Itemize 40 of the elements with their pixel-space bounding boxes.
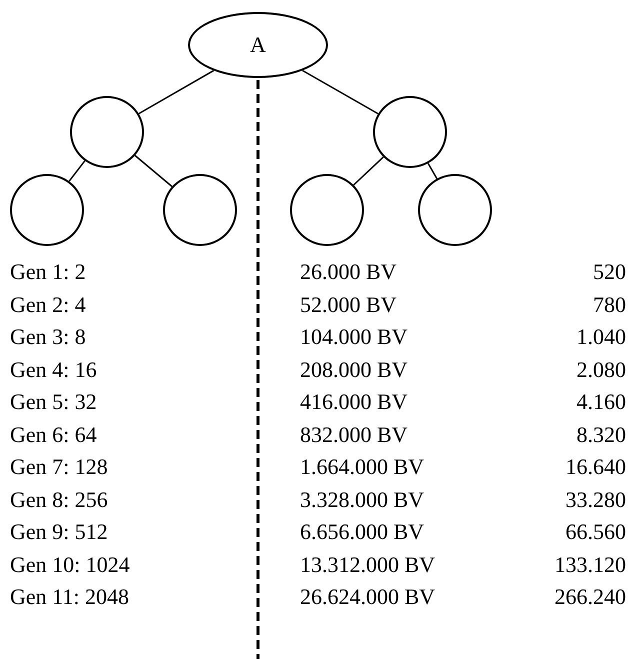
bonus-value: 2.080 [576,356,626,382]
generation-count: Gen 5: 32 [10,389,97,415]
bv-value: 52.000 BV [300,292,397,318]
bv-value: 1.664.000 BV [300,454,424,480]
bonus-value: 520 [593,259,626,285]
connector-line [353,156,384,186]
connector-line [134,154,172,188]
bv-value: 6.656.000 BV [300,519,424,545]
connector-line [302,70,378,114]
connector-line [427,163,438,179]
generation-count: Gen 2: 4 [10,292,86,318]
generation-count: Gen 4: 16 [10,356,97,382]
bonus-value: 4.160 [576,389,626,415]
bv-value: 26.000 BV [300,259,397,285]
generation-count: Gen 7: 128 [10,454,108,480]
bv-value: 104.000 BV [300,324,408,350]
generation-count: Gen 9: 512 [10,519,108,545]
generation-count: Gen 10: 1024 [10,552,130,578]
generation-count: Gen 1: 2 [10,259,86,285]
connector-line [138,70,214,114]
bv-value: 832.000 BV [300,422,408,448]
generation-count: Gen 11: 2048 [10,584,129,610]
bonus-value: 16.640 [566,454,626,480]
bonus-value: 33.280 [566,486,626,512]
generation-count: Gen 3: 8 [10,324,86,350]
bonus-value: 8.320 [576,422,626,448]
bv-value: 13.312.000 BV [300,552,436,578]
bv-value: 3.328.000 BV [300,486,424,512]
bv-value: 416.000 BV [300,389,408,415]
generation-count: Gen 6: 64 [10,422,97,448]
ellipse-node: A [188,12,328,78]
bonus-value: 780 [593,292,626,318]
connector-line [68,160,86,182]
bonus-value: 1.040 [576,324,626,350]
bv-value: 208.000 BV [300,356,408,382]
bonus-value: 133.120 [554,552,626,578]
bonus-value: 266.240 [554,584,626,610]
bv-value: 26.624.000 BV [300,584,436,610]
bonus-value: 66.560 [566,519,626,545]
generation-count: Gen 8: 256 [10,486,108,512]
